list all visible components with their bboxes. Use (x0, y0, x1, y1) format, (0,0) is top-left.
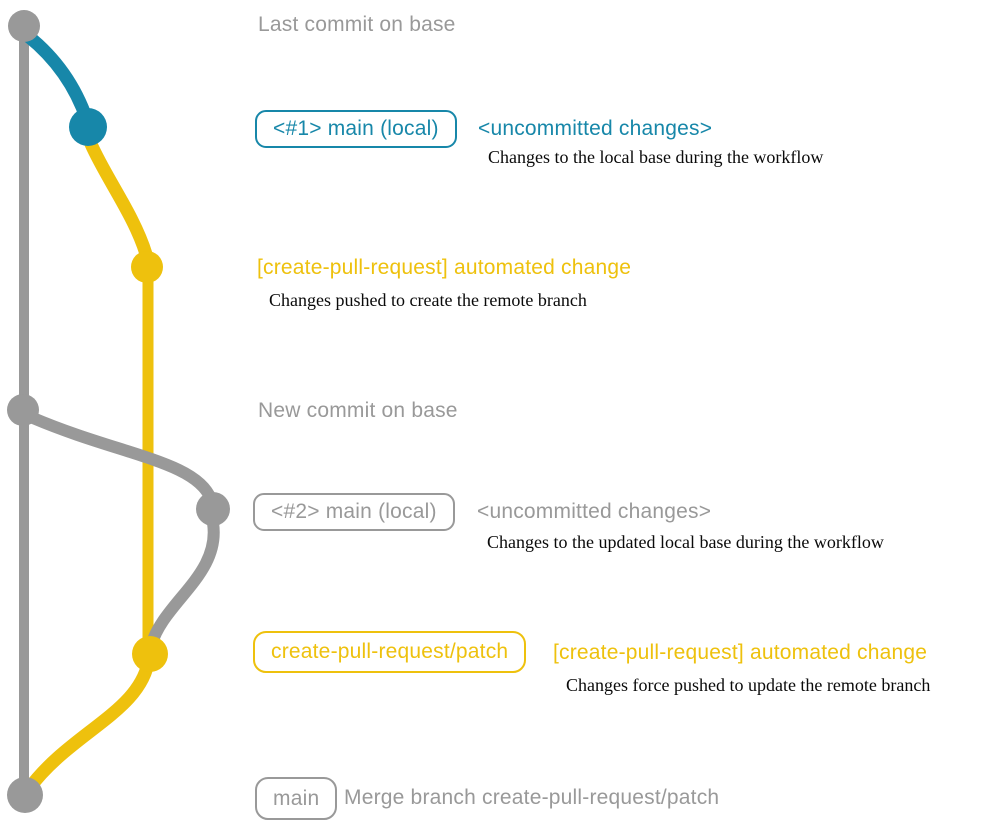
commit-message-merge: Merge branch create-pull-request/patch (344, 786, 720, 809)
commit-node-merge (7, 777, 43, 813)
local-main-2-branch-curve (27, 412, 217, 505)
commit-node-automated-change-1 (131, 251, 163, 283)
commit-caption-automated-change-1: Changes pushed to create the remote bran… (269, 290, 587, 310)
label-new-commit-on-base: New commit on base (258, 399, 458, 422)
branch-badge-main-local-1: <#1> main (local) (255, 110, 457, 148)
commit-node-last-base (8, 10, 40, 42)
patch-branch-out-curve (84, 137, 153, 261)
patch-merge-curve (21, 651, 156, 797)
commit-message-uncommitted-2: <uncommitted changes> (477, 500, 712, 523)
commit-caption-uncommitted-1: Changes to the local base during the wor… (488, 147, 824, 167)
local-main-1-branch-curve (21, 29, 94, 127)
label-last-commit-on-base: Last commit on base (258, 13, 456, 36)
branch-badge-main-local-2: <#2> main (local) (253, 493, 455, 531)
commit-node-local-main-1 (69, 108, 107, 146)
branch-badge-create-pull-request-patch: create-pull-request/patch (253, 631, 527, 673)
branch-badge-main: main (255, 777, 338, 820)
commit-message-automated-change-2: [create-pull-request] automated change (553, 641, 928, 664)
commit-node-new-base (7, 394, 39, 426)
commit-caption-uncommitted-2: Changes to the updated local base during… (487, 532, 884, 552)
local-main-2-rebase-curve (145, 517, 220, 652)
commit-message-automated-change-1: [create-pull-request] automated change (257, 256, 632, 279)
commit-node-local-main-2 (196, 492, 230, 526)
commit-caption-automated-change-2: Changes force pushed to update the remot… (566, 675, 931, 695)
commit-message-uncommitted-1: <uncommitted changes> (478, 117, 713, 140)
commit-node-automated-change-2 (132, 636, 168, 672)
